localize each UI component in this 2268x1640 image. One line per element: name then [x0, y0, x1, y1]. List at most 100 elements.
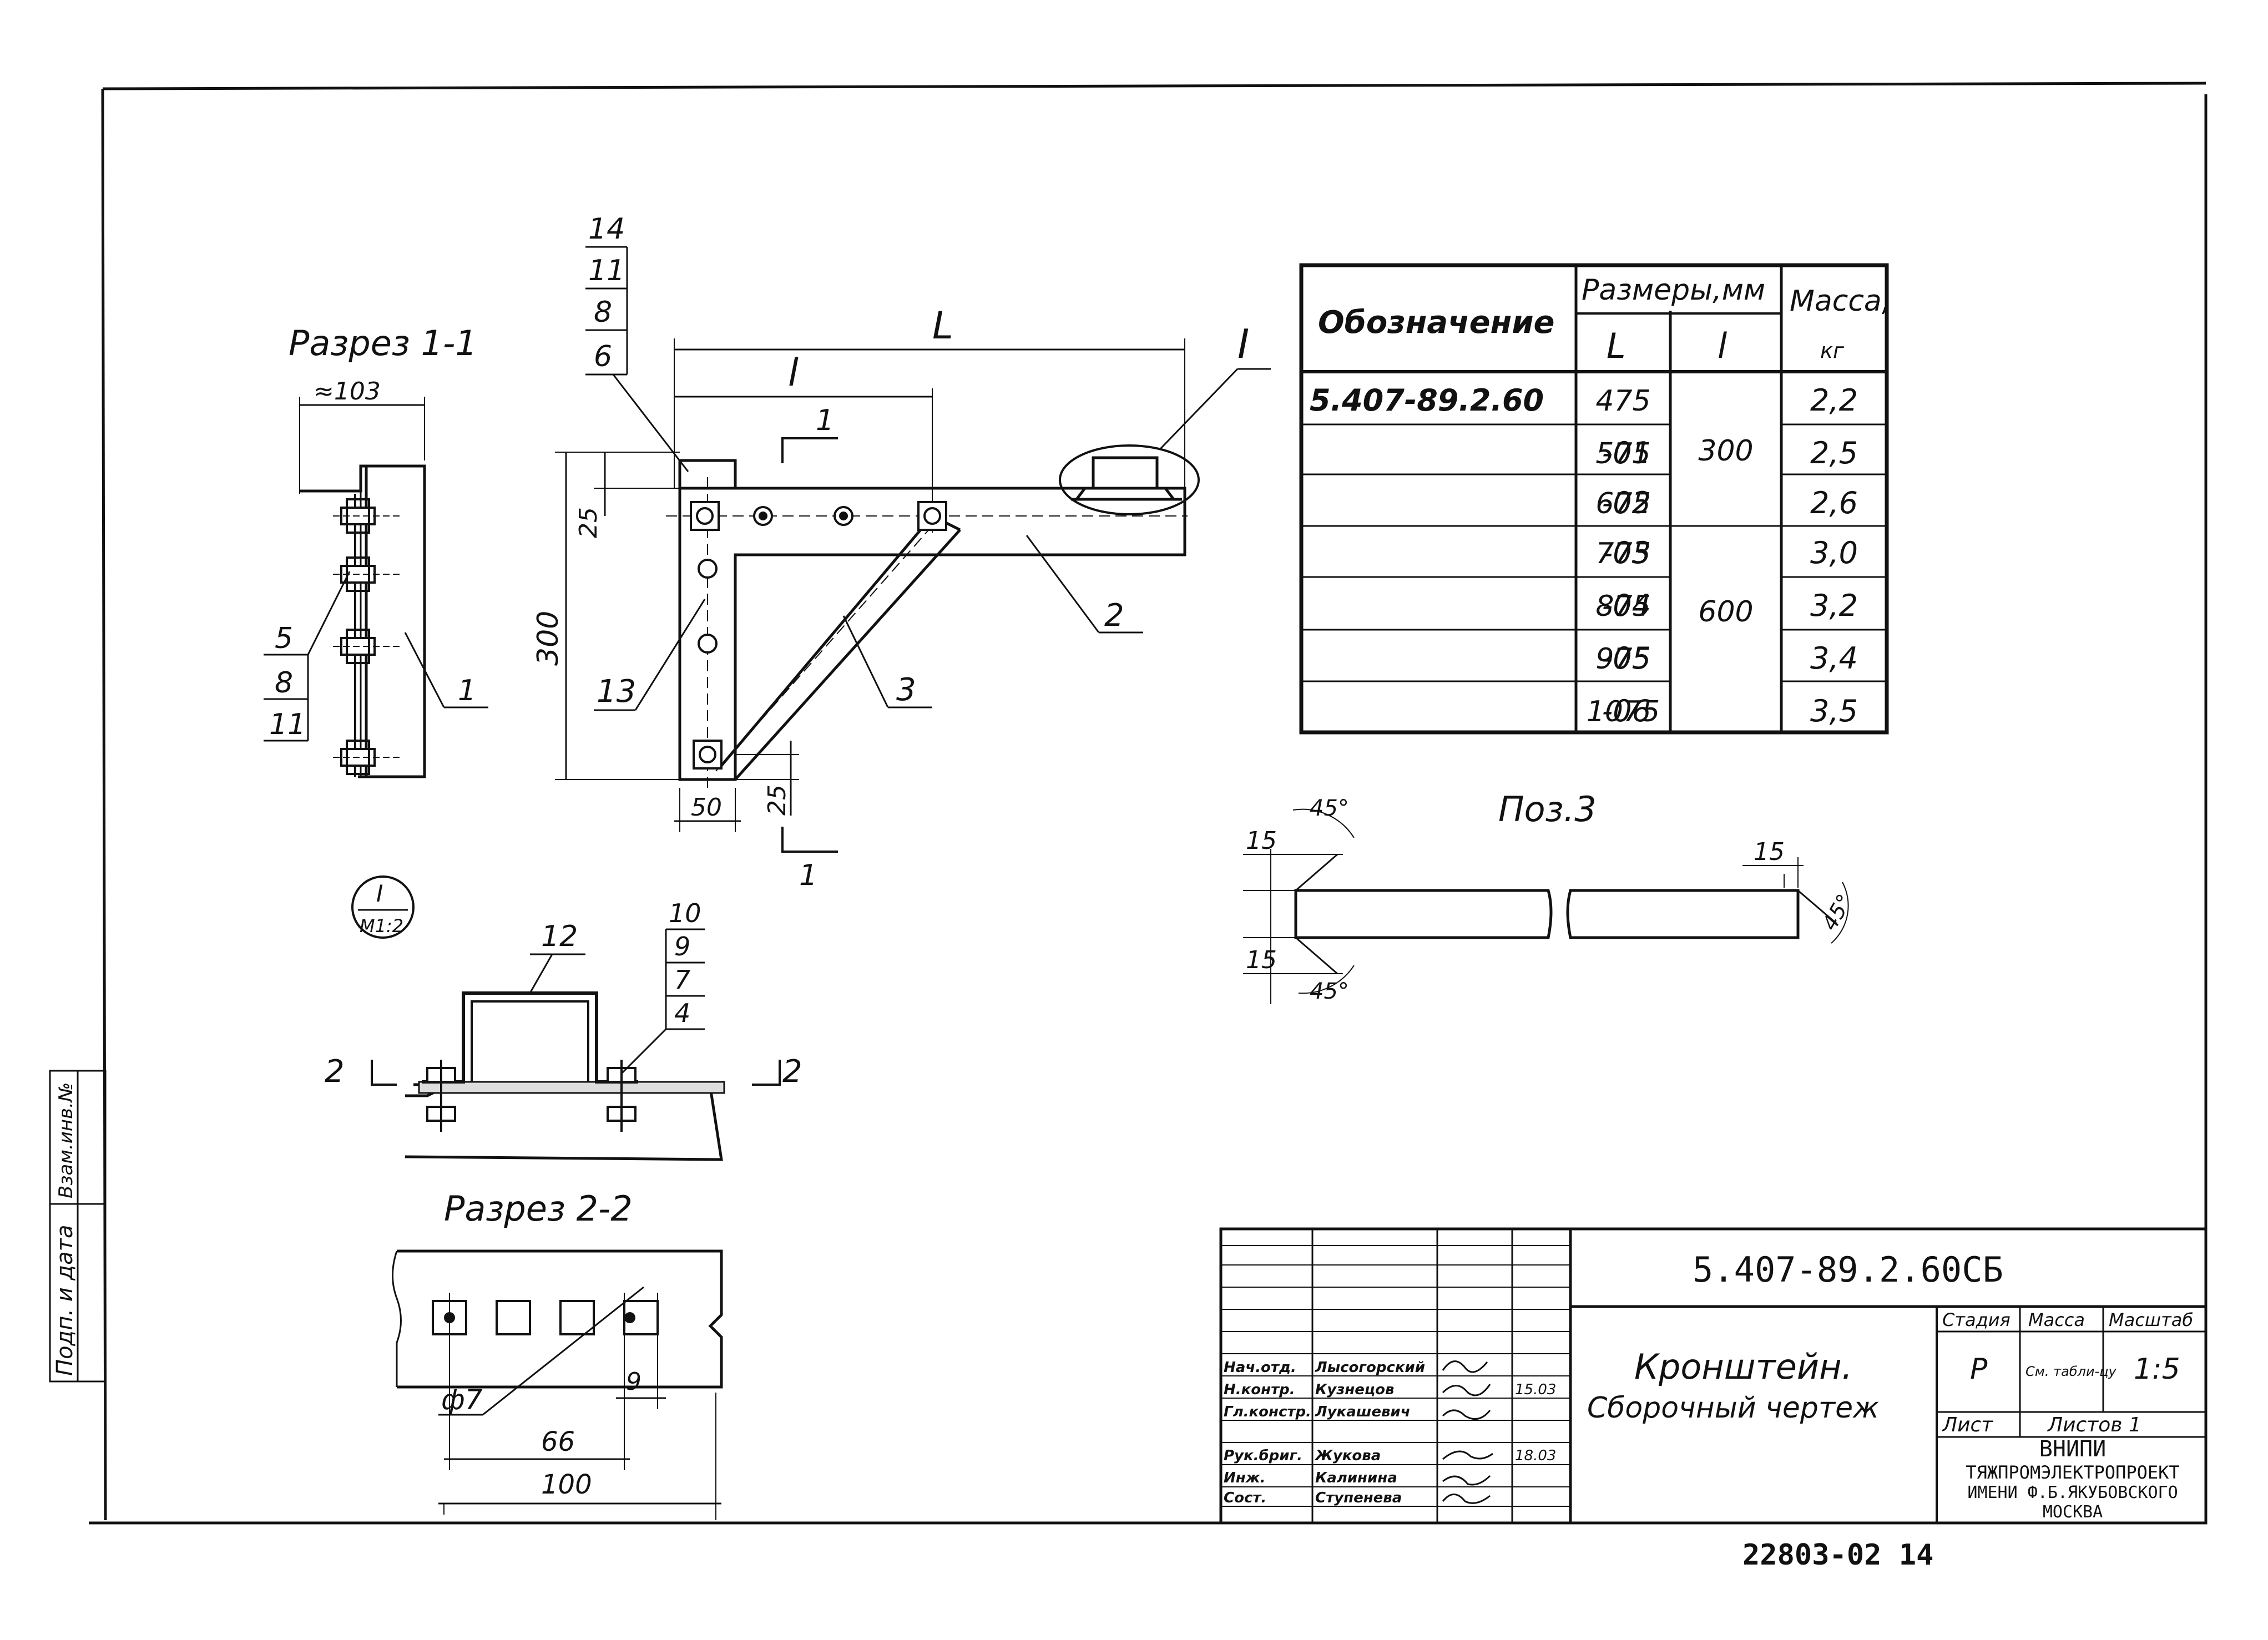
pos-6-label: 6 [594, 340, 612, 373]
pos-12-label: 12 [541, 920, 578, 953]
dim-15-right: 15 [1754, 838, 1785, 866]
cut-2-left: 2 [325, 1054, 345, 1090]
org-line3: ИМЕНИ Ф.Б.ЯКУБОВСКОГО [1967, 1483, 2178, 1502]
dim-25-left: 25 [574, 507, 603, 538]
dim-L: L [932, 304, 953, 348]
role-0: Нач.отд. [1224, 1359, 1296, 1376]
name-4: Калинина [1315, 1470, 1397, 1486]
name-0: Лысогорский [1315, 1359, 1425, 1376]
row-2-code: -02 [1602, 485, 1651, 520]
scale-label: Масштаб [2109, 1309, 2193, 1330]
role-2: Гл.констр. [1224, 1404, 1311, 1420]
cut-1-bottom: 1 [799, 859, 817, 892]
dim-50: 50 [691, 793, 722, 822]
stamp-replace-label: Взам.инв.№ [55, 1082, 77, 1198]
row-1-mass: 2,5 [1810, 436, 1858, 470]
dim-15-top: 15 [1246, 827, 1277, 855]
section-1-1-title: Разрез 1-1 [289, 323, 477, 363]
org-line4: МОСКВА [2043, 1502, 2103, 1522]
pos-4-label: 4 [674, 998, 690, 1028]
pos-8-label-b: 8 [275, 666, 293, 700]
dim-300: 300 [532, 611, 565, 666]
main-view: 14 11 8 6 L l 1 1 300 25 [532, 212, 1271, 892]
pos-5-label: 5 [275, 622, 293, 655]
pos-3-label: 3 [896, 672, 916, 708]
th-sizes: Размеры,мм [1582, 274, 1765, 307]
section-2-2: Разрез 2-2 ф7 9 66 100 [392, 1188, 723, 1520]
sheet-label: Лист [1941, 1414, 1993, 1436]
row-6-L: 1075 [1587, 695, 1660, 728]
mass-label: Масса [2028, 1309, 2085, 1330]
pos-1-label: 1 [458, 674, 476, 707]
th-designation: Обозначение [1318, 305, 1555, 341]
section-1-1: Разрез 1-1 ≈103 5 8 11 1 [264, 323, 488, 778]
l-group-300: 300 [1698, 434, 1753, 468]
row-2-L: 675 [1595, 487, 1650, 520]
row-0-code: 5.407-89.2.60 [1310, 383, 1544, 418]
angle-45-top: 45° [1310, 796, 1349, 821]
angle-45-bottom: 45° [1310, 979, 1349, 1004]
row-1-code: -01 [1602, 436, 1651, 470]
pos-10-label: 10 [669, 898, 701, 928]
detail-I-view: 2 2 12 10 9 7 4 [325, 898, 802, 1161]
dim-66: 66 [541, 1426, 575, 1457]
title-line1: Кронштейн. [1634, 1347, 1852, 1387]
signatures [1442, 1360, 1493, 1504]
pos-7-label: 7 [674, 965, 690, 995]
row-4-code: -04 [1602, 588, 1651, 623]
sheets-label: Листов 1 [2047, 1414, 2141, 1436]
row-0-mass: 2,2 [1810, 383, 1858, 418]
row-5-code: -05 [1602, 641, 1651, 676]
name-3: Жукова [1314, 1447, 1381, 1464]
th-L: L [1607, 326, 1626, 366]
org-line1: ВНИПИ [2039, 1436, 2106, 1462]
pos-11-label-a: 11 [588, 254, 625, 287]
detail-ref-top: I [376, 880, 383, 907]
footer-number: 22803-02 14 [1742, 1538, 1933, 1572]
cut-1-top: 1 [816, 404, 834, 437]
name-1: Кузнецов [1315, 1381, 1395, 1398]
row-5-mass: 3,4 [1810, 641, 1858, 676]
title-line2: Сборочный чертеж [1587, 1391, 1879, 1425]
angle-45-right: 45° [1817, 890, 1857, 934]
detail-ref-bottom: М1:2 [360, 915, 403, 937]
left-stamp: Подп. и дата Взам.инв.№ [49, 1070, 107, 1383]
pos-13-label: 13 [597, 674, 636, 710]
role-5: Сост. [1224, 1490, 1266, 1506]
name-2: Лукашевич [1315, 1404, 1411, 1420]
cut-2-right: 2 [782, 1054, 802, 1090]
dim-25-bottom: 25 [763, 784, 791, 816]
role-3: Рук.бриг. [1224, 1447, 1302, 1464]
row-5-L: 975 [1595, 642, 1650, 676]
mass-value: См. табли-цу [2025, 1364, 2117, 1379]
th-mass-unit: кг [1820, 338, 1845, 363]
name-5: Ступенева [1315, 1490, 1402, 1506]
pos-2-label: 2 [1104, 598, 1124, 634]
stage-value: Р [1970, 1353, 1988, 1386]
pos-9-label: 9 [674, 932, 690, 961]
row-4-L: 875 [1595, 590, 1650, 623]
date-1: 15.03 [1515, 1381, 1556, 1398]
dim-103: ≈103 [314, 377, 381, 406]
title-block [1219, 1227, 2208, 1525]
doc-code: 5.407-89.2.60СБ [1693, 1249, 2003, 1290]
th-l: l [1718, 326, 1727, 366]
stamp-sign-label: Подп. и дата [52, 1225, 78, 1376]
pos3-title: Поз.3 [1498, 789, 1597, 829]
dim-15-bottom: 15 [1246, 946, 1277, 974]
row-0-L: 475 [1595, 384, 1650, 418]
pos-14-label: 14 [588, 212, 625, 246]
dim-l: l [788, 351, 799, 395]
spec-table-text: Обозначение Размеры,мм L l Масса, кг 5.4… [1310, 274, 1891, 728]
th-mass: Масса, [1790, 285, 1891, 318]
pos-8-label-a: 8 [594, 296, 612, 329]
dim-phi7: ф7 [441, 1384, 483, 1416]
role-4: Инж. [1224, 1470, 1265, 1486]
section-2-2-title: Разрез 2-2 [444, 1188, 633, 1229]
role-1: Н.контр. [1224, 1381, 1295, 1398]
row-3-L: 775 [1595, 537, 1650, 570]
title-block-text: 5.407-89.2.60СБ Кронштейн. Сборочный чер… [1224, 1249, 2193, 1522]
org-line2: ТЯЖПРОМЭЛЕКТРОПРОЕКТ [1966, 1462, 2179, 1483]
row-3-mass: 3,0 [1810, 535, 1858, 570]
